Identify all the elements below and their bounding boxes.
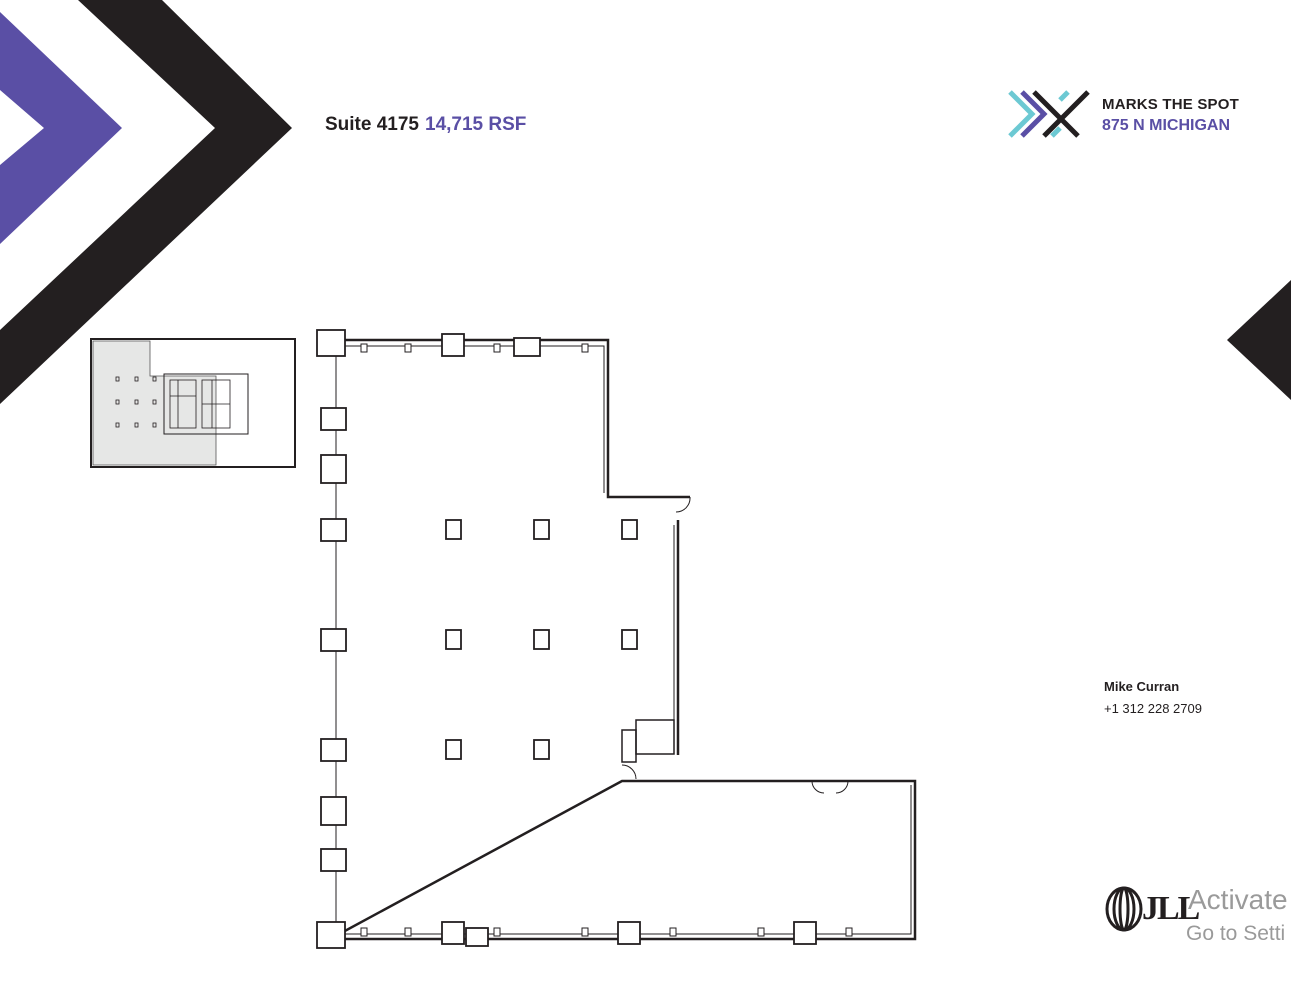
x-chevron-logo-icon	[1008, 90, 1090, 138]
contact-name: Mike Curran	[1104, 679, 1180, 694]
brand-address: 875 N MICHIGAN	[1102, 117, 1231, 134]
building-columns	[445, 519, 638, 760]
suite-area: 14,715 RSF	[425, 114, 527, 135]
black-chevron-right	[1227, 280, 1291, 400]
black-chevron	[0, 0, 292, 404]
jll-logo-icon	[1105, 886, 1143, 932]
key-plan	[90, 338, 296, 468]
purple-chevron	[0, 12, 122, 244]
contact-phone: +1 312 228 2709	[1104, 701, 1202, 716]
brand-tagline: MARKS THE SPOT	[1102, 96, 1239, 113]
suite-title: Suite 4175 14,715 RSF	[325, 114, 526, 136]
jll-logo-text: JLL	[1142, 890, 1200, 927]
activation-watermark-title: Activate	[1188, 884, 1288, 915]
activation-watermark-subtitle: Go to Setti	[1186, 922, 1286, 945]
suite-number: Suite 4175	[325, 114, 419, 135]
